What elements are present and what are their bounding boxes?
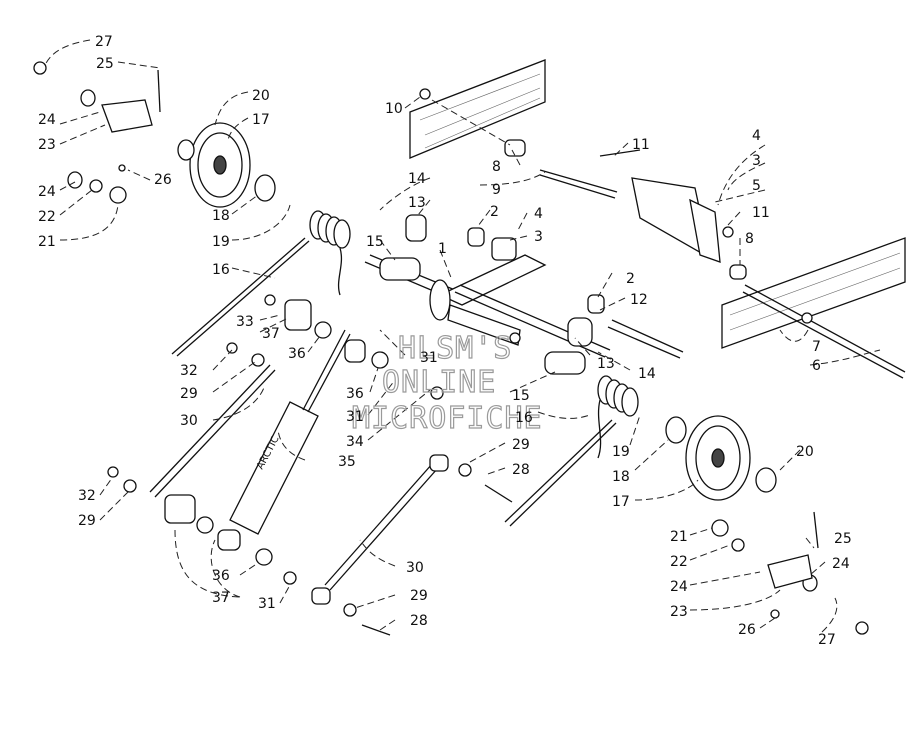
callout-17: 17 bbox=[612, 494, 630, 510]
callout-30: 30 bbox=[180, 413, 198, 429]
callout-18: 18 bbox=[612, 469, 630, 485]
callout-8: 8 bbox=[492, 159, 501, 175]
callout-16: 16 bbox=[515, 410, 533, 426]
callout-13: 13 bbox=[597, 356, 615, 372]
spring-right bbox=[597, 375, 639, 459]
callout-37: 37 bbox=[212, 590, 230, 606]
spring-left bbox=[309, 210, 351, 296]
idler-wheel-right bbox=[665, 415, 777, 501]
callout-11: 11 bbox=[632, 137, 650, 153]
callout-23: 23 bbox=[38, 137, 56, 153]
callout-4: 4 bbox=[534, 206, 543, 222]
callout-labels: 2725242324222126201718191610118943511814… bbox=[38, 34, 852, 648]
leader-lines bbox=[44, 39, 881, 633]
callout-30: 30 bbox=[406, 560, 424, 576]
watermark-line-3: MICROFICHE bbox=[352, 401, 543, 436]
callout-17: 17 bbox=[252, 112, 270, 128]
callout-10: 10 bbox=[385, 101, 403, 117]
callout-21: 21 bbox=[670, 529, 688, 545]
callout-26: 26 bbox=[154, 172, 172, 188]
idler-wheel-left bbox=[177, 122, 276, 208]
callout-36: 36 bbox=[288, 346, 306, 362]
callout-3: 3 bbox=[752, 153, 761, 169]
watermark-line-2: ONLINE bbox=[382, 365, 496, 400]
callout-11: 11 bbox=[752, 205, 770, 221]
rail-lower bbox=[721, 237, 906, 349]
callout-24: 24 bbox=[670, 579, 688, 595]
callout-25: 25 bbox=[96, 56, 114, 72]
callout-9: 9 bbox=[492, 182, 501, 198]
callout-22: 22 bbox=[670, 554, 688, 570]
callout-37: 37 bbox=[262, 326, 280, 342]
long-rods bbox=[171, 169, 906, 527]
links bbox=[149, 364, 446, 591]
callout-13: 13 bbox=[408, 195, 426, 211]
callout-5: 5 bbox=[752, 178, 761, 194]
callout-33: 33 bbox=[236, 314, 254, 330]
callout-35: 35 bbox=[338, 454, 356, 470]
callout-20: 20 bbox=[796, 444, 814, 460]
callout-4: 4 bbox=[752, 128, 761, 144]
callout-34: 34 bbox=[346, 434, 364, 450]
callout-25: 25 bbox=[834, 531, 852, 547]
callout-8: 8 bbox=[745, 231, 754, 247]
callout-29: 29 bbox=[512, 437, 530, 453]
callout-2: 2 bbox=[626, 271, 635, 287]
callout-15: 15 bbox=[366, 234, 384, 250]
callout-15: 15 bbox=[512, 388, 530, 404]
callout-22: 22 bbox=[38, 209, 56, 225]
hardware bbox=[33, 61, 869, 636]
callout-1: 1 bbox=[438, 241, 447, 257]
callout-29: 29 bbox=[180, 386, 198, 402]
callout-26: 26 bbox=[738, 622, 756, 638]
watermark-line-1: HLSM'S bbox=[398, 331, 512, 366]
callout-18: 18 bbox=[212, 208, 230, 224]
callout-27: 27 bbox=[818, 632, 836, 648]
callout-19: 19 bbox=[212, 234, 230, 250]
callout-7: 7 bbox=[812, 339, 821, 355]
callout-32: 32 bbox=[78, 488, 96, 504]
callout-36: 36 bbox=[346, 386, 364, 402]
watermark: HLSM'S ONLINE MICROFICHE bbox=[351, 330, 543, 436]
mount-bracket bbox=[631, 177, 721, 263]
callout-28: 28 bbox=[512, 462, 530, 478]
callout-6: 6 bbox=[812, 358, 821, 374]
callout-28: 28 bbox=[410, 613, 428, 629]
rail-upper bbox=[409, 59, 546, 159]
callout-32: 32 bbox=[180, 363, 198, 379]
callout-24: 24 bbox=[38, 184, 56, 200]
callout-36: 36 bbox=[212, 568, 230, 584]
callout-19: 19 bbox=[612, 444, 630, 460]
callout-20: 20 bbox=[252, 88, 270, 104]
callout-14: 14 bbox=[408, 171, 426, 187]
callout-14: 14 bbox=[638, 366, 656, 382]
callout-21: 21 bbox=[38, 234, 56, 250]
callout-24: 24 bbox=[38, 112, 56, 128]
callout-29: 29 bbox=[78, 513, 96, 529]
callout-16: 16 bbox=[212, 262, 230, 278]
callout-31: 31 bbox=[346, 409, 364, 425]
callout-2: 2 bbox=[490, 204, 499, 220]
callout-24: 24 bbox=[832, 556, 850, 572]
callout-3: 3 bbox=[534, 229, 543, 245]
callout-27: 27 bbox=[95, 34, 113, 50]
callout-29: 29 bbox=[410, 588, 428, 604]
callout-31: 31 bbox=[258, 596, 276, 612]
callout-23: 23 bbox=[670, 604, 688, 620]
callout-12: 12 bbox=[630, 292, 648, 308]
callout-31: 31 bbox=[420, 350, 438, 366]
